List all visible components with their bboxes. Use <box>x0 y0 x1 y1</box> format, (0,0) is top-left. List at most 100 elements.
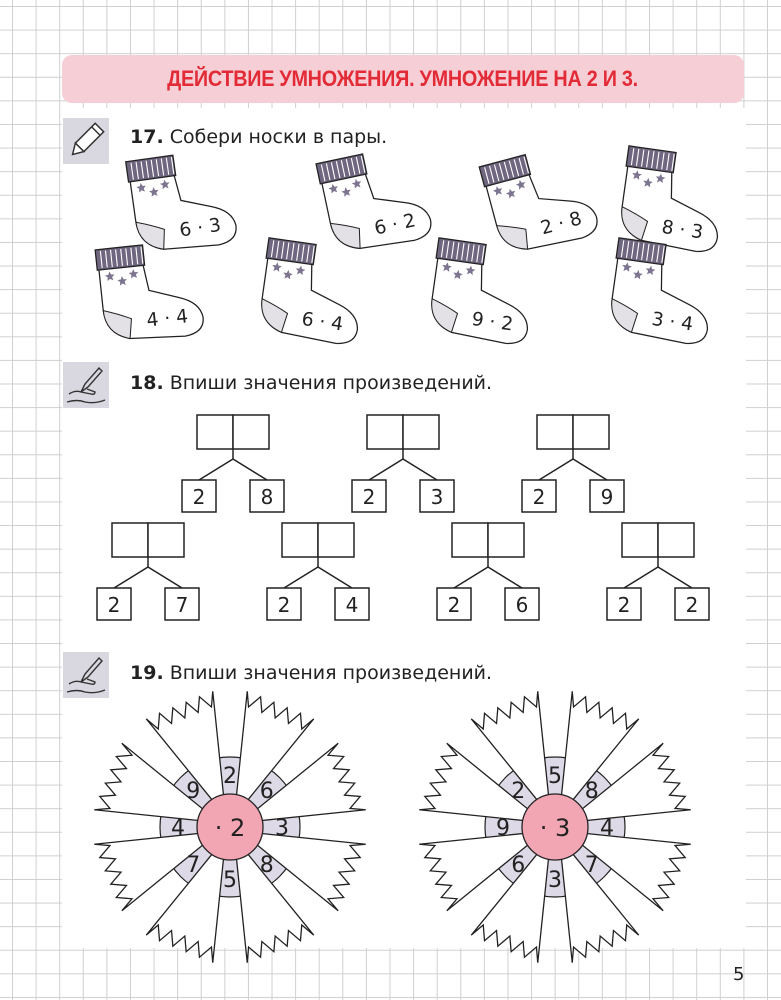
answer-box-left[interactable] <box>366 414 404 450</box>
answer-box-right[interactable] <box>657 522 695 558</box>
petal <box>94 742 207 822</box>
petal <box>253 832 366 912</box>
factor-value: 9 <box>601 485 614 509</box>
answer-box-right[interactable] <box>572 414 610 450</box>
ring-number: 4 <box>171 816 185 841</box>
factor-value: 7 <box>176 593 189 617</box>
cuff-stripe <box>466 243 470 261</box>
star-icon <box>643 177 653 188</box>
cuff-stripe <box>476 245 480 263</box>
answer-box-left[interactable] <box>196 414 234 450</box>
cuff-stripe <box>456 242 460 260</box>
cuff-stripe <box>484 167 490 184</box>
answer-box-right[interactable] <box>147 522 185 558</box>
star-icon <box>465 265 476 276</box>
task-18-heading: 18. Впиши значения произведений. <box>130 372 497 394</box>
answer-box-right[interactable] <box>317 522 355 558</box>
factor-value: 2 <box>363 485 376 509</box>
cuff-stripe <box>270 240 275 258</box>
answer-box-left[interactable] <box>281 522 319 558</box>
cuff-stripe <box>155 159 160 177</box>
multiplier-label: · 3 <box>540 814 571 842</box>
factor-box <box>266 587 302 621</box>
sock-heel <box>431 297 459 334</box>
factor-value: 4 <box>346 593 359 617</box>
petal <box>145 850 225 963</box>
answer-box-right[interactable] <box>487 522 525 558</box>
factor-box <box>181 479 217 513</box>
tree-branches <box>368 458 438 481</box>
cuff-stripe <box>640 149 645 167</box>
cuff-stripe <box>620 240 625 258</box>
cuff-stripe <box>345 159 351 176</box>
answer-box-left[interactable] <box>451 522 489 558</box>
sock-outline <box>261 255 359 345</box>
sock-heel <box>261 297 289 334</box>
sock: 6 · 2 <box>315 153 432 249</box>
ring-number: 9 <box>496 816 510 841</box>
star-icon <box>622 262 632 272</box>
sock: 8 · 3 <box>621 145 719 253</box>
page-number: 5 <box>733 964 745 985</box>
star-icon <box>492 186 503 196</box>
factor-box <box>249 479 285 513</box>
sock: 3 · 4 <box>611 237 709 345</box>
star-icon <box>453 269 463 280</box>
cuff-stripe <box>630 148 635 166</box>
petal <box>419 832 532 912</box>
factor-box <box>521 479 557 513</box>
cuff-stripe <box>130 247 134 265</box>
answer-box-left[interactable] <box>111 522 149 558</box>
sock: 9 · 2 <box>431 237 529 345</box>
petal <box>419 742 532 822</box>
cuff-stripe <box>503 161 510 179</box>
ring-number: 2 <box>511 779 525 804</box>
ring-number: 7 <box>585 853 599 878</box>
factor-box <box>351 479 387 513</box>
cuff-stripe <box>481 245 485 263</box>
petal <box>145 691 225 804</box>
cuff-stripe <box>641 243 645 261</box>
factor-value: 2 <box>278 593 291 617</box>
cuff-stripe <box>140 161 145 179</box>
cuff-stripe <box>130 162 134 180</box>
tree-branches <box>453 566 523 589</box>
sock: 4 · 4 <box>94 244 204 340</box>
answer-box-right[interactable] <box>402 414 440 450</box>
cuff-stripe <box>625 240 630 258</box>
cuff-stripe <box>661 245 665 263</box>
cuff-stripe <box>135 162 139 180</box>
sock-outline <box>431 255 529 345</box>
cuff-stripe <box>350 157 356 175</box>
ring-number: 6 <box>260 779 274 804</box>
tree-branches <box>283 566 353 589</box>
answer-box-left[interactable] <box>536 414 574 450</box>
answer-box-right[interactable] <box>232 414 270 450</box>
cuff-stripe <box>99 251 103 269</box>
star-icon <box>295 265 306 276</box>
factor-box <box>606 587 642 621</box>
ring-number: 2 <box>223 764 237 789</box>
tree-branches <box>623 566 693 589</box>
answer-box-left[interactable] <box>621 522 659 558</box>
sock-cuff <box>478 153 532 188</box>
flower-center <box>521 793 589 861</box>
cuff-stripe <box>330 162 336 180</box>
star-icon <box>341 187 351 197</box>
petal <box>560 850 640 963</box>
factor-box <box>164 587 200 621</box>
star-icon <box>515 179 526 190</box>
cuff-stripe <box>291 243 295 261</box>
cuff-stripe <box>661 152 665 170</box>
star-icon <box>505 188 516 199</box>
factor-box <box>419 479 455 513</box>
sock-outline <box>611 255 709 345</box>
cuff-stripe <box>115 249 118 267</box>
cuff-stripe <box>450 241 455 259</box>
writing-hand-icon <box>63 652 109 698</box>
cuff-stripe <box>160 158 165 176</box>
